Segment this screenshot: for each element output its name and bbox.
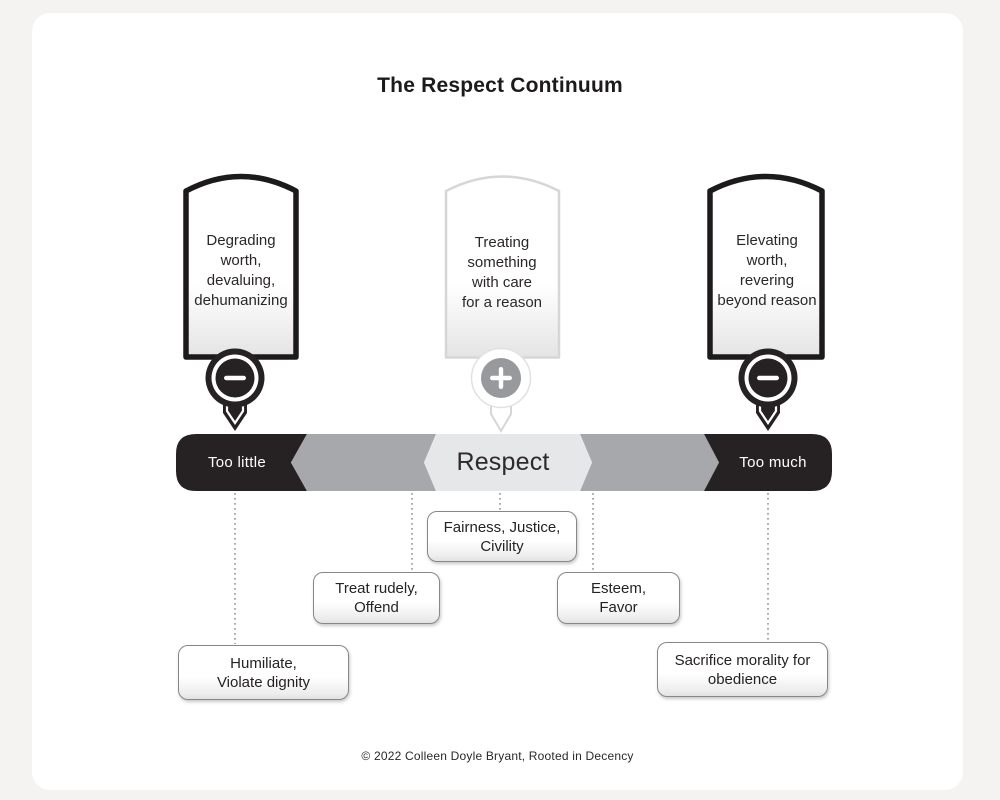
segment-too-much: [704, 434, 832, 491]
plus-icon: [490, 367, 512, 389]
connectors: [234, 493, 769, 644]
bar-label-respect: Respect: [456, 448, 550, 476]
banner-respect: [444, 175, 561, 359]
segment-too-little: [176, 434, 307, 491]
banner-too-little-text: Degrading worth, devaluing, dehumanizing: [194, 232, 288, 309]
continuum-bar: [176, 434, 832, 491]
banner-too-much: [707, 173, 825, 360]
callout-esteem: Esteem, Favor: [557, 572, 680, 624]
callout-treat-rudely: Treat rudely, Offend: [313, 572, 440, 624]
callout-fairness: Fairness, Justice, Civility: [427, 511, 577, 562]
segment-gray-right: [580, 434, 719, 491]
callout-sacrifice: Sacrifice morality for obedience: [657, 642, 828, 697]
bar-label-too-little: Too little: [207, 454, 267, 471]
marker-minus-right: [738, 348, 798, 408]
banner-too-little: [183, 173, 299, 360]
segment-respect: [424, 434, 592, 491]
copyright-text: © 2022 Colleen Doyle Bryant, Rooted in D…: [361, 749, 634, 763]
banner-too-much-shape: [707, 173, 825, 360]
marker-minus-left: [205, 348, 265, 408]
marker-plus-center: [470, 347, 532, 409]
page-title: The Respect Continuum: [377, 74, 623, 97]
banner-too-little-shape: [183, 173, 299, 360]
banner-too-much-text: Elevating worth, revering beyond reason: [717, 232, 817, 309]
minus-icon: [757, 375, 779, 381]
callout-humiliate: Humiliate, Violate dignity: [178, 645, 349, 700]
banner-respect-text: Treating something with care for a reaso…: [461, 234, 543, 311]
segment-gray-left: [291, 434, 436, 491]
banner-respect-shape: [444, 175, 561, 359]
bar-label-too-much: Too much: [739, 454, 807, 471]
minus-icon: [224, 375, 246, 381]
